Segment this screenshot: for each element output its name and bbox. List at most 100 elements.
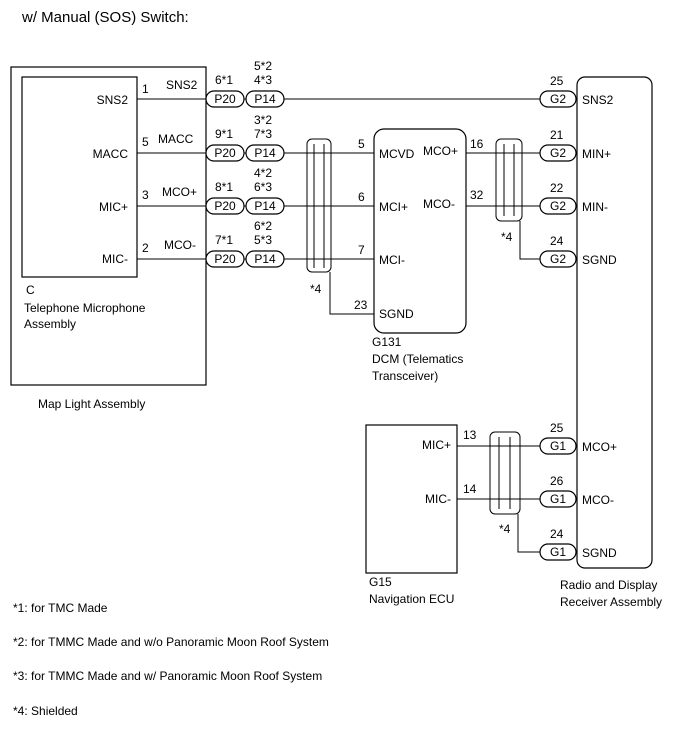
radio-g1-pin-label-sgnd: SGND	[582, 546, 617, 560]
radio-g2-connector-sgnd	[539, 250, 577, 268]
shield-dcm-radio	[495, 138, 523, 222]
nav-ecu-name: Navigation ECU	[369, 592, 454, 606]
wire-label-mco-plus: MCO+	[162, 185, 197, 199]
mic-pin-num-3: 3	[142, 188, 149, 202]
shield-nav-radio-drain	[517, 514, 540, 553]
radio-g1-connector-mco-plus	[539, 437, 577, 455]
nav-pin-num-13: 13	[463, 428, 477, 442]
radio-g2-conn-label-sgnd: G2	[550, 252, 566, 266]
radio-g2-pin-label-sgnd: SGND	[582, 253, 617, 267]
radio-g2-num-25: 25	[550, 74, 564, 88]
nav-pin-num-14: 14	[463, 482, 477, 496]
p20-pin-row1: 6*1	[215, 73, 233, 87]
nav-pin-label-mic-plus: MIC+	[422, 438, 451, 452]
p14-pin-top-row2: 3*2	[254, 113, 272, 127]
radio-g2-connector-min-plus	[539, 144, 577, 162]
shield-mic-dcm-drain	[329, 272, 374, 315]
dcm-pin-label-mco-plus: MCO+	[423, 144, 458, 158]
nav-pin-label-mic-minus: MIC-	[425, 492, 451, 506]
mic-pin-label-macc: MACC	[93, 147, 129, 161]
diagram-title: w/ Manual (SOS) Switch:	[21, 9, 189, 26]
telephone-mic-name-line2: Assembly	[24, 317, 76, 331]
radio-g2-connector-sns2	[539, 90, 577, 108]
mic-pin-label-mic-plus: MIC+	[99, 200, 128, 214]
radio-g1-num-24: 24	[550, 527, 564, 541]
wire-label-mco-minus: MCO-	[164, 238, 196, 252]
dcm-pin-label-sgnd: SGND	[379, 307, 414, 321]
radio-g1-conn-label-mco-minus: G1	[550, 492, 566, 506]
p14-pin-bottom-row4: 5*3	[254, 233, 272, 247]
dcm-box	[373, 128, 467, 334]
radio-g2-num-24: 24	[550, 234, 564, 248]
dcm-pin-num-6: 6	[358, 190, 365, 204]
map-light-assembly-label: Map Light Assembly	[38, 397, 145, 411]
shield-dcm-radio-label: *4	[501, 230, 513, 244]
mic-pin-num-1: 1	[142, 82, 149, 96]
radio-g2-pin-label-sns2: SNS2	[582, 93, 614, 107]
p20-label-row2: P20	[214, 146, 236, 160]
shield-dcm-radio-drain	[519, 221, 540, 260]
mic-pin-num-2: 2	[142, 241, 149, 255]
shield-mic-dcm-label: *4	[310, 282, 322, 296]
wire-label-sns2: SNS2	[166, 78, 198, 92]
p14-pin-top-row4: 6*2	[254, 219, 272, 233]
p14-label-row1: P14	[254, 92, 276, 106]
radio-g2-pin-label-min-plus: MIN+	[582, 147, 611, 161]
p20-label-row1: P20	[214, 92, 236, 106]
telephone-mic-code: C	[26, 283, 35, 297]
radio-g1-num-26: 26	[550, 474, 564, 488]
dcm-pin-label-mco-minus: MCO-	[423, 197, 455, 211]
note-4: *4: Shielded	[13, 704, 78, 718]
p20-pin-row4: 7*1	[215, 233, 233, 247]
dcm-pin-label-mcvd: MCVD	[379, 147, 415, 161]
note-2: *2: for TMMC Made and w/o Panoramic Moon…	[13, 635, 329, 649]
radio-name-line1: Radio and Display	[560, 578, 657, 592]
radio-g2-conn-label-min-minus: G2	[550, 199, 566, 213]
p14-label-row4: P14	[254, 252, 276, 266]
shield-mic-dcm	[306, 138, 332, 273]
note-1: *1: for TMC Made	[13, 601, 108, 615]
radio-g2-conn-label-sns2: G2	[550, 92, 566, 106]
mic-pin-label-mic-minus: MIC-	[102, 252, 128, 266]
telephone-mic-box	[21, 76, 138, 278]
p14-pin-bottom-row1: 4*3	[254, 73, 272, 87]
radio-name-line2: Receiver Assembly	[560, 595, 662, 609]
radio-g2-connector-min-minus	[539, 197, 577, 215]
wire-label-macc: MACC	[158, 132, 194, 146]
dcm-name-line1: DCM (Telematics	[372, 352, 463, 366]
dcm-pin-num-23: 23	[354, 298, 368, 312]
radio-g2-conn-label-min-plus: G2	[550, 146, 566, 160]
p20-label-row3: P20	[214, 199, 236, 213]
p20-label-row4: P20	[214, 252, 236, 266]
radio-g1-conn-label-sgnd: G1	[550, 545, 566, 559]
radio-g2-num-22: 22	[550, 181, 564, 195]
radio-g1-num-25: 25	[550, 421, 564, 435]
radio-g1-pin-label-mco-minus: MCO-	[582, 493, 614, 507]
dcm-pin-num-32: 32	[470, 188, 484, 202]
dcm-pin-num-5: 5	[358, 137, 365, 151]
telephone-mic-name-line1: Telephone Microphone	[24, 301, 146, 315]
radio-g2-pin-label-min-minus: MIN-	[582, 200, 608, 214]
p14-pin-top-row1: 5*2	[254, 59, 272, 73]
p20-pin-row3: 8*1	[215, 180, 233, 194]
p14-label-row2: P14	[254, 146, 276, 160]
mic-pin-label-sns2: SNS2	[97, 93, 129, 107]
shield-nav-radio	[489, 431, 521, 515]
radio-g1-conn-label-mco-plus: G1	[550, 439, 566, 453]
navigation-ecu-box	[365, 424, 458, 574]
dcm-pin-label-mci-plus: MCI+	[379, 200, 408, 214]
shield-nav-radio-label: *4	[499, 522, 511, 536]
nav-ecu-code: G15	[369, 575, 392, 589]
dcm-pin-num-7: 7	[358, 243, 365, 257]
radio-g1-connector-mco-minus	[539, 490, 577, 508]
dcm-pin-label-mci-minus: MCI-	[379, 253, 405, 267]
dcm-name-line2: Transceiver)	[372, 369, 438, 383]
radio-g2-num-21: 21	[550, 128, 564, 142]
mic-pin-num-5: 5	[142, 135, 149, 149]
p14-pin-bottom-row3: 6*3	[254, 180, 272, 194]
p14-label-row3: P14	[254, 199, 276, 213]
note-3: *3: for TMMC Made and w/ Panoramic Moon …	[13, 669, 322, 683]
dcm-pin-num-16: 16	[470, 137, 484, 151]
dcm-code: G131	[372, 335, 402, 349]
